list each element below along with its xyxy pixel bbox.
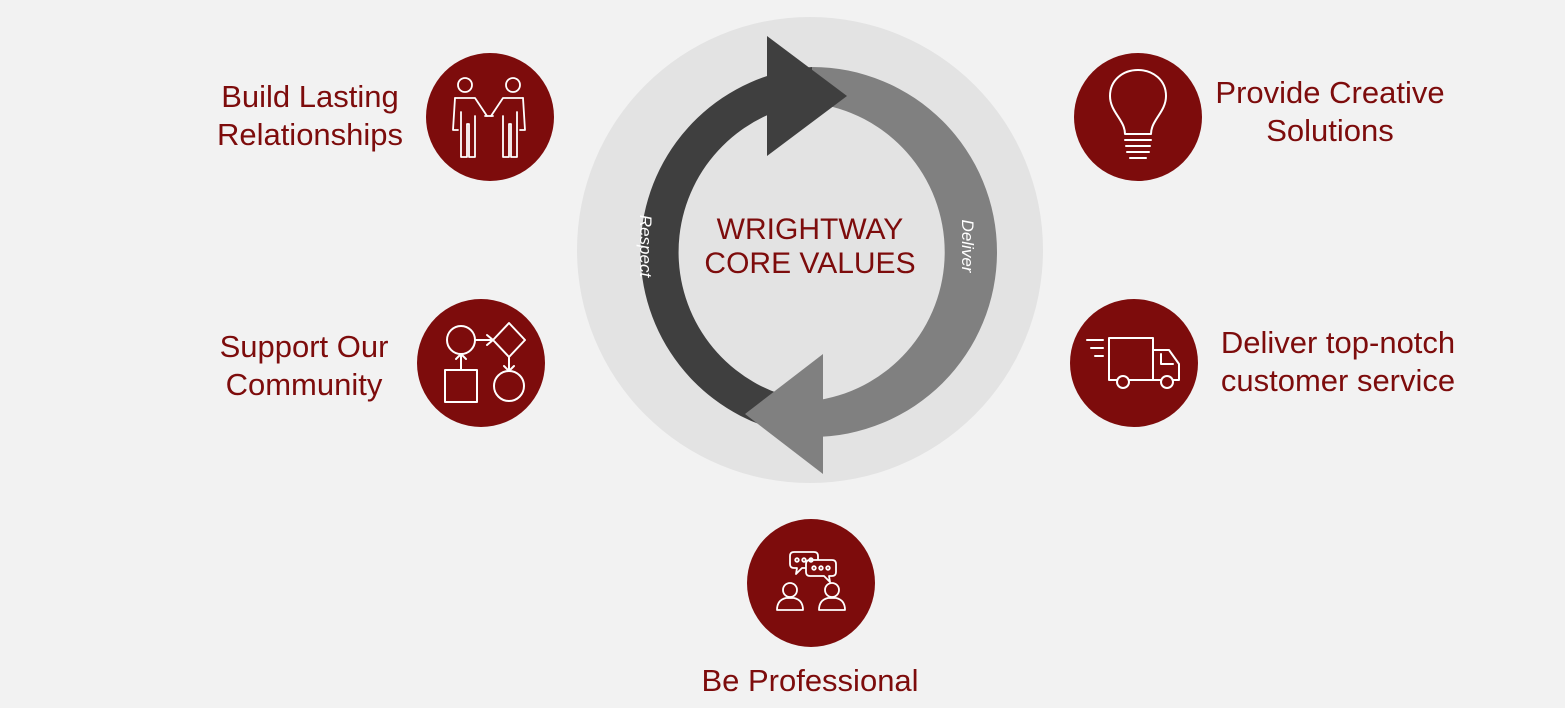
value-build-relationships: Build Lasting Relationships <box>200 78 420 154</box>
cycle-graphic: Respect Deliver <box>577 17 1043 483</box>
value-creative-solutions: Provide Creative Solutions <box>1190 74 1470 150</box>
value-customer-service: Deliver top-notch customer service <box>1198 324 1478 400</box>
value-label-line-2: customer service <box>1220 363 1456 398</box>
deliver-label: Deliver <box>958 220 977 274</box>
title-line-1: WRIGHTWAY <box>716 213 904 246</box>
value-label-line-2: Solutions <box>1266 113 1394 148</box>
value-label-line-1: Be Professional <box>701 663 919 698</box>
value-be-professional: Be Professional <box>660 662 960 700</box>
value-label-line-2: Community <box>225 367 383 402</box>
respect-label: Respect <box>636 215 655 279</box>
delivery-truck-icon <box>1069 298 1199 433</box>
respect-arc <box>640 67 812 428</box>
value-label-line-1: Provide Creative <box>1215 75 1445 110</box>
value-support-community: Support Our Community <box>194 328 414 404</box>
value-label-line-1: Build Lasting <box>221 79 399 114</box>
lightbulb-icon <box>1073 52 1203 187</box>
flowchart-icon <box>416 298 546 433</box>
value-label-line-1: Deliver top-notch <box>1220 325 1456 360</box>
value-label-line-2: Relationships <box>216 117 404 152</box>
deliver-arc <box>812 67 997 437</box>
value-label-line-1: Support Our <box>219 329 389 364</box>
title-line-2: CORE VALUES <box>704 247 916 280</box>
conversation-icon <box>746 518 876 653</box>
handshake-icon <box>425 52 555 187</box>
diagram-title: WRIGHTWAY CORE VALUES <box>680 213 940 281</box>
bottom-arrowhead <box>745 354 823 474</box>
top-arrowhead <box>767 36 847 156</box>
